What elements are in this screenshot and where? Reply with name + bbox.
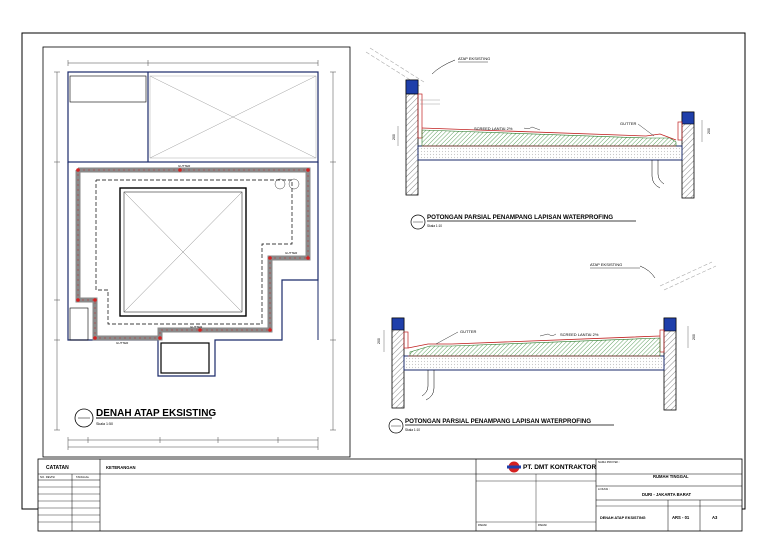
project-label: NAMA PROYEK :	[598, 460, 620, 464]
top-screed-label: SCREED LANTAI 2%	[474, 126, 513, 131]
project-name: RUMAH TINGGAL	[653, 474, 689, 479]
top-gutter-label: GUTTER	[620, 121, 637, 126]
plan-frame	[42, 46, 351, 458]
sheet-size: A3	[712, 515, 718, 520]
catatan-heading: CATATAN	[46, 465, 69, 471]
drawing-name: DENAH ATAP EKSISTING	[600, 516, 646, 520]
location-label: LOKASI :	[598, 487, 610, 491]
sheet-border	[21, 32, 746, 510]
bottom-screed-label: SCREED LANTAI 2%	[560, 332, 599, 337]
tanggal-heading: TANGGAL	[76, 475, 90, 479]
no-revisi-heading: NO. REVISI	[40, 475, 55, 479]
svg-text:200: 200	[692, 334, 696, 340]
top-atap-label: ATAP EKSISTING	[458, 56, 490, 61]
plan-scale: Skala 1:50	[96, 422, 113, 426]
bottom-atap-label: ATAP EKSISTING	[590, 262, 622, 267]
section-bottom: ATAP EKSISTING 200 200 GUTTER SCREED LAN…	[377, 261, 717, 434]
plan-gutter-label-top: GUTTER	[178, 164, 191, 168]
paraf-label-1: PARAF	[478, 523, 487, 527]
svg-text:200: 200	[707, 128, 711, 134]
top-section-title: POTONGAN PARSIAL PENAMPANG LAPISAN WATER…	[427, 214, 613, 221]
location-value: DURI - JAKARTA BARAT	[642, 492, 691, 497]
keterangan-heading: KETERANGAN	[106, 465, 136, 470]
plan-title: DENAH ATAP EKSISTING	[96, 408, 216, 419]
plan-gutter-label-left: GUTTER	[116, 341, 129, 345]
roof-plan: GUTTER GUTTER GUTTER GUTTER DENAH ATAP E…	[54, 60, 336, 450]
plan-gutter-label-right: GUTTER	[285, 251, 298, 255]
svg-text:200: 200	[377, 338, 381, 344]
company-logo	[507, 461, 521, 473]
plan-gutter-label-bottom: GUTTER	[190, 325, 203, 329]
bottom-gutter-label: GUTTER	[460, 329, 477, 334]
bottom-section-title: POTONGAN PARSIAL PENAMPANG LAPISAN WATER…	[405, 418, 591, 425]
top-section-scale: Skala 1:10	[427, 224, 442, 228]
section-top: ATAP EKSISTING 200 200 SCREED LANTAI 2%	[365, 47, 711, 230]
company-name: PT. DMT KONTRAKTOR	[523, 464, 596, 471]
plan-title-marker	[74, 408, 94, 428]
title-block: CATATAN KETERANGAN NO. REVISI TANGGAL PT…	[37, 458, 743, 532]
svg-text:200: 200	[392, 134, 396, 140]
bottom-section-scale: Skala 1:10	[405, 428, 420, 432]
drawing-number: ARS - 01	[672, 515, 690, 520]
paraf-label-2: PARAF	[538, 523, 547, 527]
